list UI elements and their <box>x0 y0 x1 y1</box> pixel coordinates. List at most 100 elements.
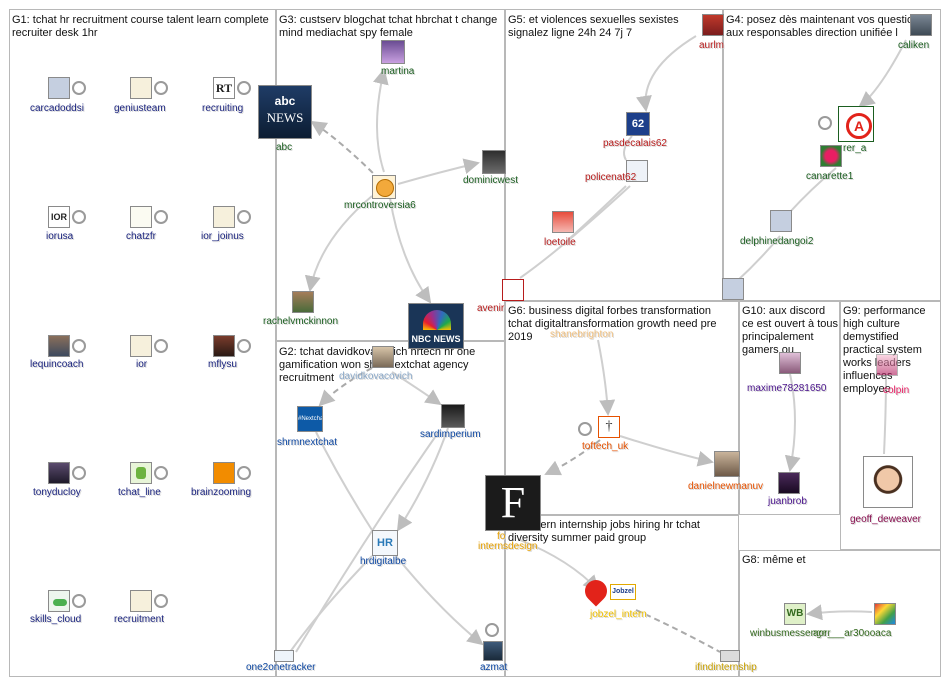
person-photo-icon <box>702 14 724 36</box>
jobzel-logo-icon: Jobzel <box>610 584 636 600</box>
node-label: mrcontroversia6 <box>344 200 416 211</box>
person-icon <box>720 650 740 662</box>
edge <box>806 604 873 621</box>
node-label: geoff_deweaver <box>850 514 921 525</box>
person-photo-icon <box>483 641 503 661</box>
group-g4-title: G4: posez dès maintenant vos questions a… <box>726 14 925 39</box>
group-g9-frame <box>840 301 941 550</box>
group-g10-frame <box>739 301 840 515</box>
node-label: one2onetracker <box>246 662 316 673</box>
person-photo-icon <box>213 335 235 357</box>
rt-logo-icon: RT <box>213 77 235 99</box>
crest-logo-icon <box>130 590 152 612</box>
node-label: caliken <box>898 40 930 51</box>
node-label: ifindinternship <box>695 662 757 673</box>
abc-logo-text: abc <box>274 94 296 108</box>
orange-logo-icon <box>213 462 235 484</box>
green-logo-icon <box>130 462 152 484</box>
edge <box>397 158 480 185</box>
node-label: skills_cloud <box>30 614 82 625</box>
node-label: shrmnextchat <box>277 437 338 448</box>
hr-logo-icon: HR <box>372 530 398 556</box>
node-label: aor___ar30ooaca <box>813 628 892 639</box>
group-g10-title: G10: aux discord ce est ouvert à tous pr… <box>742 305 838 356</box>
node-label: iorusa <box>46 231 74 242</box>
node-label: canarette1 <box>806 171 854 182</box>
edge <box>395 555 484 646</box>
edge <box>784 373 801 472</box>
edge <box>389 197 432 304</box>
edge <box>623 135 633 161</box>
edge <box>789 167 837 213</box>
node-label: ior <box>136 359 148 370</box>
node-label: ior_joinus <box>201 231 244 242</box>
node-label: maxime78281650 <box>747 383 827 394</box>
node-label: sardimperium <box>420 429 481 440</box>
person-photo-icon <box>779 352 801 374</box>
node-label: aurlm <box>699 40 725 51</box>
crest-logo-icon <box>130 77 152 99</box>
person-photo-icon <box>876 354 898 376</box>
group-g7-title: G7: intern internship jobs hiring hr tch… <box>508 519 700 544</box>
person-photo-icon <box>381 40 405 64</box>
person-photo-icon <box>372 346 394 368</box>
node-label: dominicwest <box>463 175 519 186</box>
edge <box>519 185 631 279</box>
node-label: colpin <box>883 385 910 396</box>
edge <box>373 68 389 173</box>
person-photo-icon <box>552 211 574 233</box>
group-g5-title: G5: et violences sexuelles sexistes sign… <box>508 14 679 39</box>
edge <box>635 609 721 653</box>
node-label: tchat_line <box>118 487 161 498</box>
police-logo-icon <box>626 160 648 182</box>
group-g8-frame <box>739 550 941 677</box>
person-photo-icon <box>441 404 465 428</box>
node-label: rachelvmckinnon <box>263 316 339 327</box>
group-g8-title: G8: même et <box>742 554 806 566</box>
person-photo-icon <box>48 335 70 357</box>
edge <box>567 185 627 241</box>
edge <box>858 39 907 108</box>
edge <box>883 375 887 455</box>
node-label: rer_a <box>843 143 867 154</box>
colorful-logo-icon <box>874 603 896 625</box>
person-icon <box>48 77 70 99</box>
node-label: policenat62 <box>585 172 637 183</box>
text-logo-icon <box>502 279 524 301</box>
edge <box>391 371 442 406</box>
person-icon <box>770 210 792 232</box>
group-g9-title: G9: performance high culture demystified… <box>843 305 926 395</box>
nbc-logo-text: NBC NEWS <box>411 334 461 344</box>
person-photo-icon <box>714 451 740 477</box>
node-label: chatzfr <box>126 231 157 242</box>
edge <box>619 435 714 467</box>
edge <box>318 367 373 407</box>
node-label: carcadoddsi <box>30 103 84 114</box>
node-label: abc <box>276 142 293 153</box>
crest-logo-icon <box>213 206 235 228</box>
node-label: mflysu <box>208 359 237 370</box>
node-label: tonyducloy <box>33 487 81 498</box>
abc-news-logo-icon: abc NEWS <box>258 85 312 139</box>
shrm-logo-icon: #Nextchat <box>297 406 323 432</box>
group-g6-frame <box>505 301 739 515</box>
ior-logo-icon: IOR <box>48 206 70 228</box>
group-g7-frame <box>505 515 739 677</box>
node-label: danielnewmanuv <box>688 481 764 492</box>
abc-logo-subtext: NEWS <box>266 110 304 125</box>
group-g1-frame <box>9 9 276 677</box>
node-label: avenir <box>477 303 505 314</box>
wb-logo-icon: WB <box>784 603 806 625</box>
num62-logo-icon: 62 <box>626 112 650 136</box>
node-label: delphinedangoi2 <box>740 236 814 247</box>
edge <box>315 431 373 531</box>
group-g4-frame <box>723 9 941 301</box>
node-label: brainzooming <box>191 487 252 498</box>
person-photo-icon <box>292 291 314 313</box>
edge <box>597 339 616 416</box>
node-label: davidkovacovich <box>339 371 413 382</box>
person-photo-icon <box>863 456 913 508</box>
forbes-logo-icon: F <box>485 475 541 531</box>
node-label: winbusmessenger <box>750 628 831 639</box>
